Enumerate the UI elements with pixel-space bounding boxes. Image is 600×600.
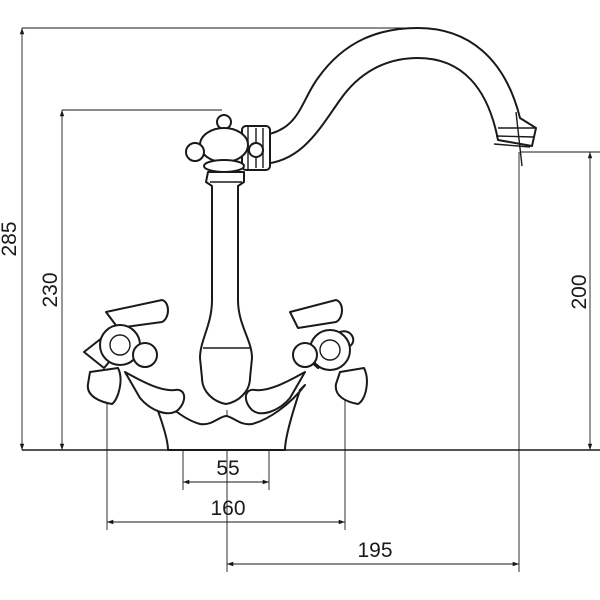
- spout-reach-label: 195: [357, 539, 392, 562]
- left-handle[interactable]: [83, 299, 186, 415]
- faucet-outline: [83, 27, 537, 451]
- spout-height-dimension: 200: [520, 151, 600, 450]
- base-bridge: [149, 384, 306, 451]
- overall-height-dimension: 285: [0, 27, 430, 450]
- right-handle[interactable]: [244, 299, 368, 415]
- inlet-spacing-dimension: 55: [182, 450, 270, 490]
- spout: [257, 27, 537, 165]
- inlet-spacing-label: 55: [216, 457, 239, 480]
- spout-height-label: 200: [568, 274, 591, 309]
- handle-height-label: 230: [39, 272, 62, 307]
- aerator: [493, 111, 536, 167]
- handle-span-label: 160: [210, 497, 245, 520]
- spout-reach-dimension: 195: [226, 152, 520, 572]
- top-finial: [185, 114, 264, 173]
- body-column: [199, 171, 253, 405]
- handle-height-dimension: 230: [39, 109, 222, 450]
- overall-height-label: 285: [0, 221, 21, 256]
